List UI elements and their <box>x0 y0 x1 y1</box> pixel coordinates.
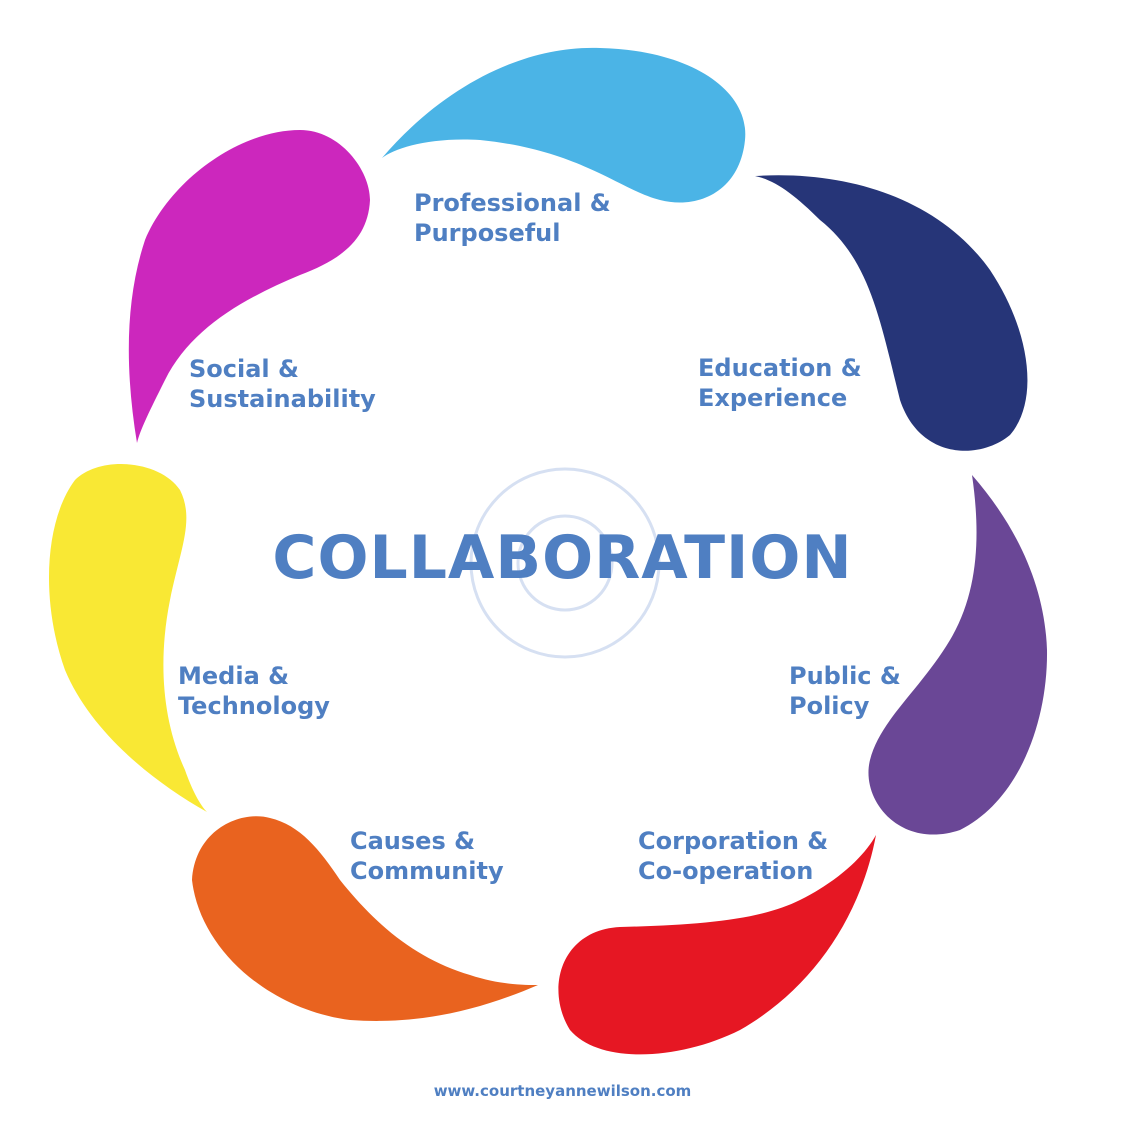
label-education: Education &Experience <box>698 353 862 413</box>
petal-professional <box>382 47 746 203</box>
label-line: Social & <box>189 355 299 383</box>
label-corporation: Corporation &Co-operation <box>638 826 828 886</box>
label-media: Media &Technology <box>178 661 330 721</box>
label-line: Causes & <box>350 827 476 855</box>
label-line: Sustainability <box>189 385 376 413</box>
label-line: Media & <box>178 662 290 690</box>
petal-media <box>48 463 208 812</box>
label-line: Technology <box>178 692 330 720</box>
petal-corporation <box>558 835 876 1055</box>
website-link[interactable]: www.courtneyannewilson.com <box>433 1082 692 1100</box>
label-line: Public & <box>789 662 901 690</box>
label-line: Professional & <box>414 189 611 217</box>
label-line: Education & <box>698 354 862 382</box>
petal-education <box>755 175 1028 451</box>
label-line: Policy <box>789 692 870 720</box>
label-line: Community <box>350 857 504 885</box>
label-social: Social &Sustainability <box>189 354 376 414</box>
label-public: Public &Policy <box>789 661 901 721</box>
petal-social <box>128 130 370 443</box>
outer-ring <box>469 467 661 659</box>
label-line: Purposeful <box>414 219 561 247</box>
petal-causes <box>192 816 538 1021</box>
label-line: Experience <box>698 384 848 412</box>
diagram-title: COLLABORATION <box>272 523 853 593</box>
label-line: Corporation & <box>638 827 829 855</box>
label-line: Co-operation <box>638 857 814 885</box>
label-professional: Professional &Purposeful <box>414 188 611 248</box>
inner-ring <box>516 514 614 612</box>
label-causes: Causes &Community <box>350 826 504 886</box>
petal-public <box>868 475 1048 835</box>
